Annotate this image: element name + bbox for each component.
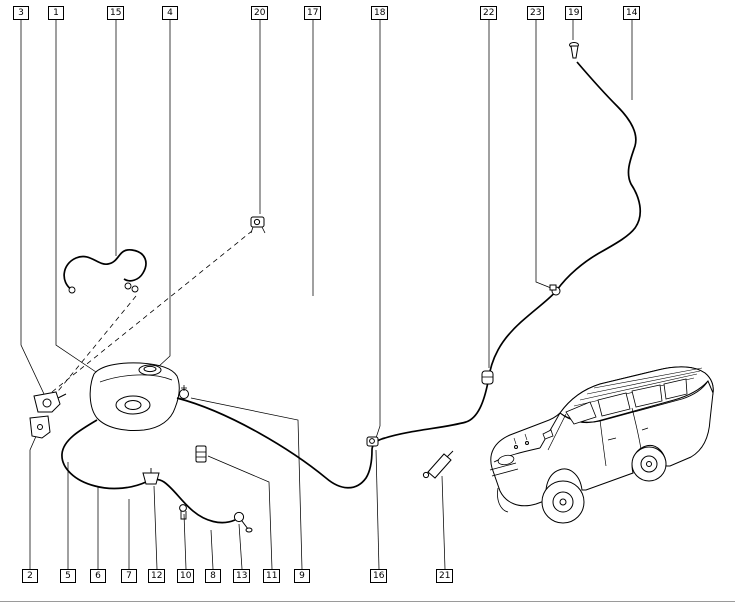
leader-1: [55, 20, 97, 373]
leader-21: [441, 475, 446, 570]
callout-20: 20: [251, 6, 269, 20]
screw-19: [569, 42, 579, 59]
leader-23: [535, 20, 552, 289]
window-rear: [631, 384, 663, 408]
grille: [489, 462, 519, 477]
callout-3: 3: [13, 6, 29, 20]
leader-10: [183, 513, 187, 570]
callout-15: 15: [107, 6, 125, 20]
callout-1: 1: [48, 6, 64, 20]
far-wheel-arch: [497, 487, 509, 513]
leader-13: [238, 523, 243, 570]
hood-jet-1: [514, 445, 518, 449]
callout-8: 8: [205, 569, 221, 583]
callout-9: 9: [294, 569, 310, 583]
callout-7: 7: [121, 569, 137, 583]
lower-hose: [61, 419, 236, 524]
callout-18: 18: [371, 6, 389, 20]
window-mid: [597, 392, 631, 417]
callout-19: 19: [565, 6, 583, 20]
leader-3: [20, 20, 45, 395]
callout-11: 11: [263, 569, 281, 583]
footer-divider: [0, 601, 735, 602]
jet-12: [142, 468, 160, 485]
front-wheel: [541, 480, 585, 524]
callout-5: 5: [60, 569, 76, 583]
leader-2: [29, 433, 38, 569]
leader-12: [153, 485, 158, 570]
callout-12: 12: [148, 569, 166, 583]
grommet-22: [481, 370, 494, 385]
construction-lines: [51, 230, 253, 397]
callout-17: 17: [304, 6, 322, 20]
coiled-hose: [63, 249, 147, 291]
leader-18: [375, 20, 381, 439]
door-handles: [607, 427, 649, 441]
nozzle-13: [233, 511, 253, 533]
window-front: [565, 401, 597, 425]
callout-6: 6: [90, 569, 106, 583]
callout-14: 14: [623, 6, 641, 20]
callout-4: 4: [162, 6, 178, 20]
hood-line: [493, 447, 541, 463]
callout-23: 23: [527, 6, 545, 20]
bracket-11: [195, 445, 207, 463]
leader-4: [156, 20, 171, 369]
leader-lines: [20, 20, 633, 570]
pump-and-bracket: [29, 391, 67, 439]
vehicle-illustration: [489, 366, 714, 524]
tee-21: [422, 450, 454, 479]
clip-23: [549, 284, 561, 296]
callout-2: 2: [22, 569, 38, 583]
leader-16: [375, 449, 380, 570]
washer-reservoir: [89, 362, 189, 431]
headlight: [497, 454, 515, 466]
leader-9: [190, 397, 303, 570]
callout-22: 22: [480, 6, 498, 20]
leader-11: [207, 455, 273, 570]
window-quarter: [663, 378, 688, 400]
coiled-hose-clips: [68, 282, 139, 294]
callout-21: 21: [436, 569, 454, 583]
clip-18: [366, 436, 379, 447]
clip-20: [250, 216, 266, 234]
callout-13: 13: [233, 569, 251, 583]
clip-10: [179, 504, 187, 520]
hood-jet-2: [525, 441, 529, 445]
leader-8: [210, 529, 214, 570]
callout-16: 16: [370, 569, 388, 583]
windshield-edge: [547, 413, 567, 451]
rear-wheel: [631, 446, 667, 482]
mirror: [542, 429, 554, 440]
main-hose: [176, 61, 642, 489]
callout-10: 10: [177, 569, 195, 583]
